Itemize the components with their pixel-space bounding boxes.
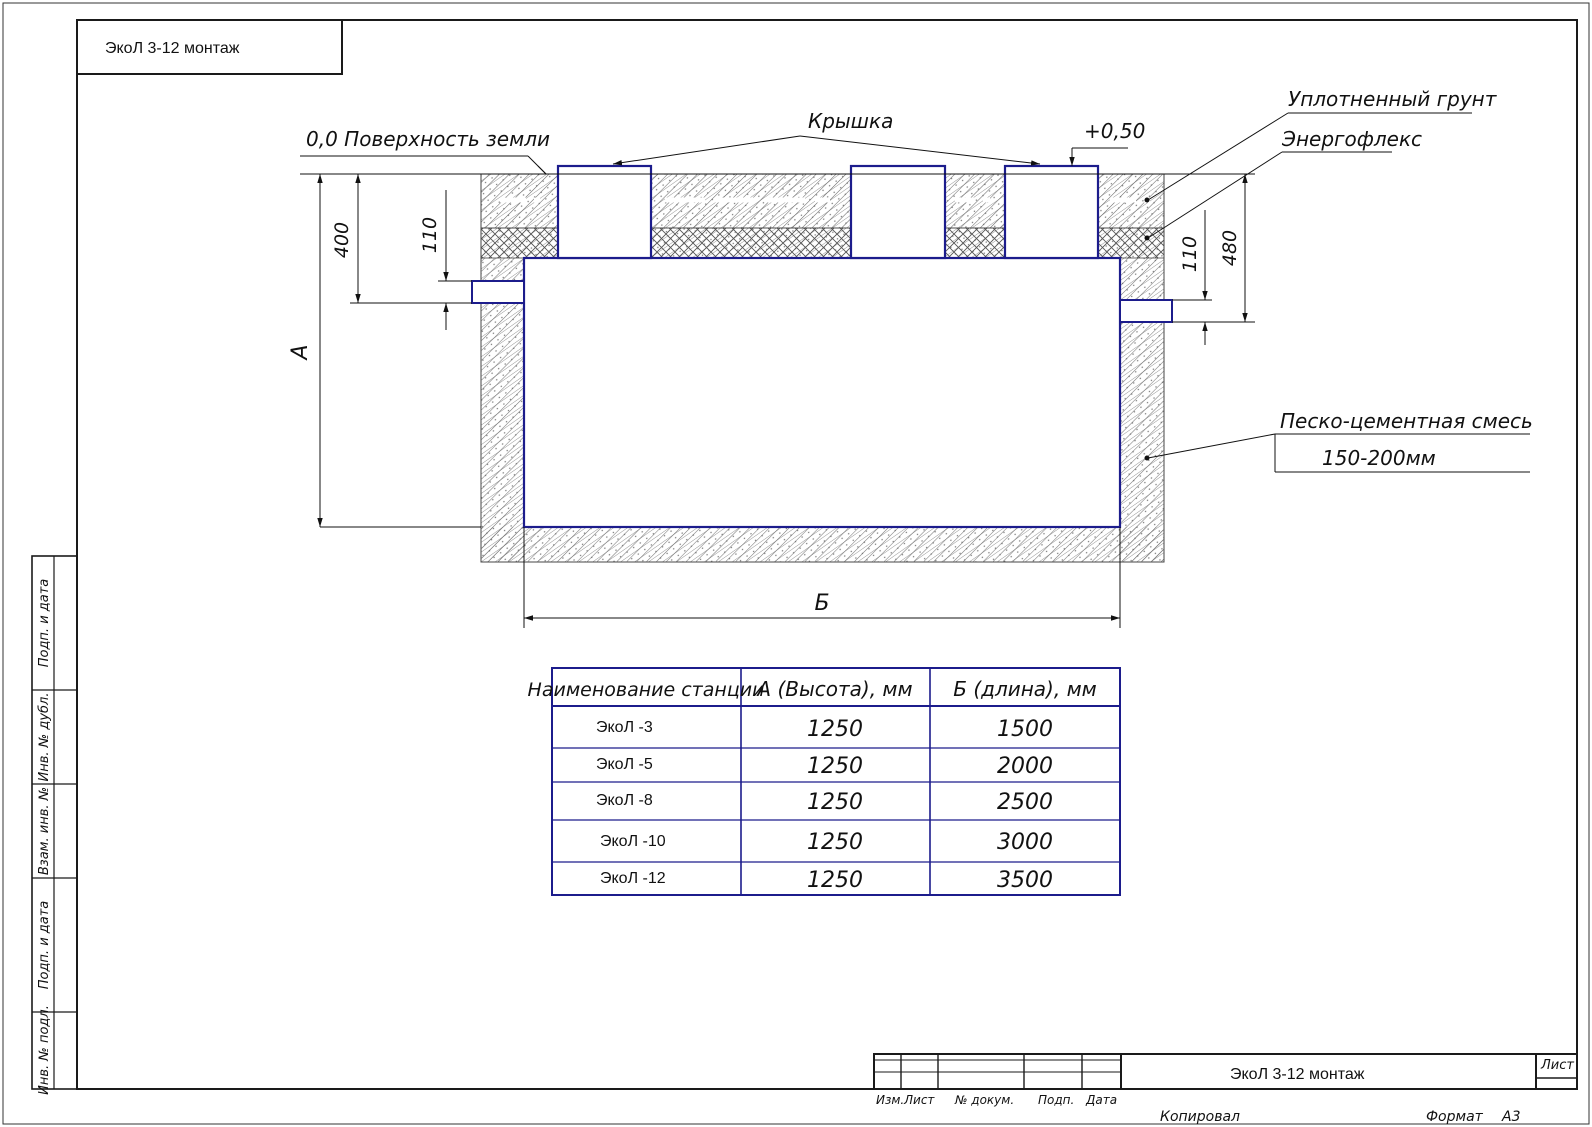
inlet-pipe xyxy=(471,280,525,304)
svg-text:ЭкоЛ -12: ЭкоЛ -12 xyxy=(600,870,666,887)
svg-text:ЭкоЛ -10: ЭкоЛ -10 xyxy=(600,833,666,850)
title-block-copied: Копировал xyxy=(1160,1109,1240,1125)
dimensions xyxy=(317,174,1255,628)
svg-text:3000: 3000 xyxy=(997,830,1053,855)
label-plus-050: +0,50 xyxy=(1084,119,1145,143)
stamp-vzam-inv: Взам. инв. № xyxy=(37,787,52,875)
top-title-box: ЭкоЛ 3-12 монтаж xyxy=(76,19,343,75)
label-ground-surface: 0,0 Поверхность земли xyxy=(306,127,550,151)
dim-B-label: Б xyxy=(814,591,829,616)
title-block-col-list: Лист xyxy=(903,1093,935,1107)
dim-480-label: 480 xyxy=(1219,230,1241,266)
svg-text:ЭкоЛ -3: ЭкоЛ -3 xyxy=(596,719,653,736)
dim-400-label: 400 xyxy=(331,222,353,258)
svg-text:2500: 2500 xyxy=(997,790,1053,815)
table-row: ЭкоЛ -3 1250 1500 xyxy=(596,717,1053,742)
lid-neck-right xyxy=(1003,164,1100,260)
label-sand-cement: Песко-цементная смесь xyxy=(1280,409,1533,433)
lid-neck-left xyxy=(556,164,653,260)
stamp-sign-date-2: Подп. и дата xyxy=(37,901,52,990)
drawing-frame xyxy=(76,19,1578,1090)
table-row: ЭкоЛ -5 1250 2000 xyxy=(596,754,1053,779)
table-header-name: Наименование станции xyxy=(528,679,765,701)
table-row: ЭкоЛ -8 1250 2500 xyxy=(596,790,1053,815)
title-block-name: ЭкоЛ 3-12 монтаж xyxy=(1230,1066,1365,1083)
svg-text:1250: 1250 xyxy=(807,790,863,815)
dim-110-left-label: 110 xyxy=(419,217,441,253)
title-block xyxy=(873,1053,1578,1090)
tank-section xyxy=(300,164,1255,563)
svg-text:1250: 1250 xyxy=(807,868,863,893)
table-row: ЭкоЛ -10 1250 3000 xyxy=(600,830,1053,855)
stamp-inv-podl: Инв. № подл. xyxy=(37,1005,52,1095)
title-block-sheet-label: Лист xyxy=(1540,1058,1574,1073)
title-block-format-value: А3 xyxy=(1501,1109,1520,1125)
title-block-col-izm: Изм. xyxy=(876,1093,904,1107)
table-row: ЭкоЛ -12 1250 3500 xyxy=(600,868,1053,893)
table-header-height: А (Высота), мм xyxy=(755,677,912,701)
dim-110-right-label: 110 xyxy=(1179,236,1201,272)
svg-text:ЭкоЛ -8: ЭкоЛ -8 xyxy=(596,792,653,809)
label-energoflex: Энергофлекс xyxy=(1281,127,1422,151)
dim-A-label: А xyxy=(288,344,313,361)
title-block-col-date: Дата xyxy=(1085,1093,1117,1107)
svg-text:1500: 1500 xyxy=(997,717,1053,742)
title-block-col-docnum: № докум. xyxy=(954,1093,1014,1107)
label-compacted-soil: Уплотненный грунт xyxy=(1288,87,1498,111)
tank-body xyxy=(522,256,1122,529)
station-table: Наименование станции А (Высота), мм Б (д… xyxy=(528,667,1121,896)
lid-neck-center xyxy=(849,164,947,260)
label-lid: Крышка xyxy=(808,109,893,133)
svg-text:1250: 1250 xyxy=(807,830,863,855)
title-block-col-sign: Подп. xyxy=(1038,1093,1074,1107)
side-stamp: Подп. и дата Инв. № дубл. Взам. инв. № П… xyxy=(31,555,78,1095)
svg-text:1250: 1250 xyxy=(807,754,863,779)
svg-text:2000: 2000 xyxy=(997,754,1053,779)
table-header-length: Б (длина), мм xyxy=(953,677,1097,701)
label-sand-cement-thickness: 150-200мм xyxy=(1322,446,1436,470)
callouts xyxy=(300,112,1530,473)
svg-text:3500: 3500 xyxy=(997,868,1053,893)
compacted-soil-layer xyxy=(480,173,1165,229)
top-title: ЭкоЛ 3-12 монтаж xyxy=(105,40,240,57)
stamp-sign-date-1: Подп. и дата xyxy=(37,579,52,668)
stamp-inv-dubl: Инв. № дубл. xyxy=(37,693,52,782)
svg-text:ЭкоЛ -5: ЭкоЛ -5 xyxy=(596,756,653,773)
outlet-pipe xyxy=(1119,299,1173,323)
svg-text:1250: 1250 xyxy=(807,717,863,742)
title-block-format-label: Формат xyxy=(1426,1109,1484,1125)
energoflex-layer xyxy=(480,227,1165,259)
